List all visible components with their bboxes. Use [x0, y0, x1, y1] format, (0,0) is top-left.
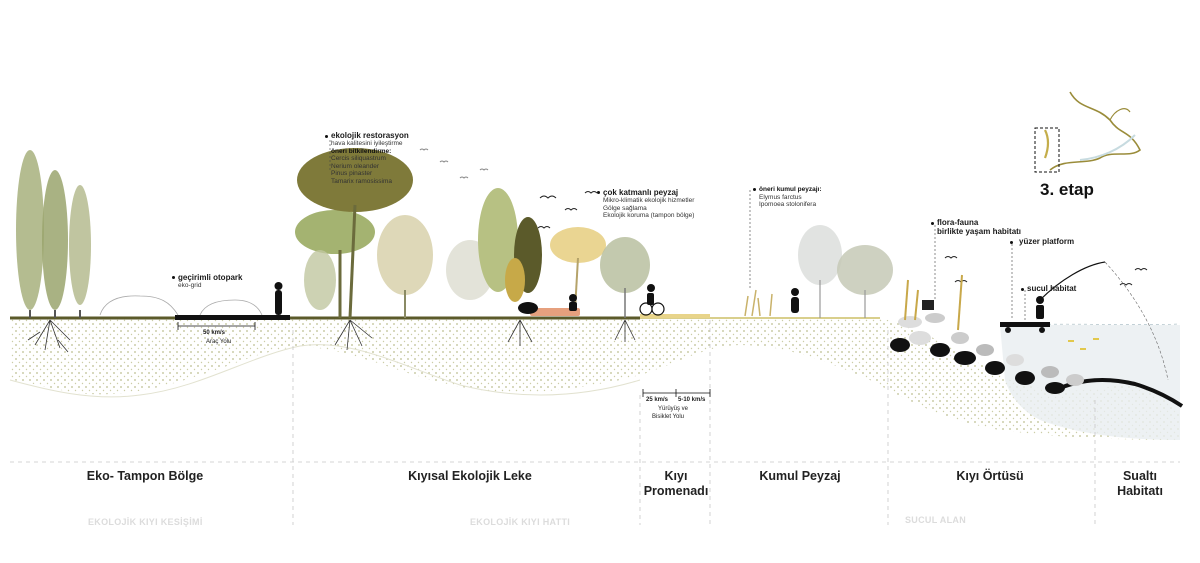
vehicle-road-name: Araç Yolu	[206, 339, 232, 345]
layered-line: Mikro-klimatik ekolojik hizmetler	[603, 197, 695, 204]
leader-lines	[329, 140, 1026, 320]
dune-title: öneri kumul peyzajı:	[759, 186, 822, 193]
walk-speed: 25 km/s	[646, 397, 669, 403]
zone-dividers	[10, 320, 1180, 525]
plant-item: Tamarix ramosissima	[331, 177, 393, 185]
aquatic-title: sucul habitat	[1027, 284, 1077, 293]
restoration-subtitle: öneri bitkilendirme:	[331, 147, 392, 155]
layered-line: Ekolojik koruma (tampon bölge)	[603, 212, 695, 219]
aquatic-bullet	[1021, 288, 1024, 291]
road-dimensions	[177, 322, 711, 397]
plant-item: Nerium oleander	[331, 162, 380, 170]
flora-title-2: birlikte yaşam habitatı	[937, 227, 1022, 236]
zone-label-2: Promenadı	[643, 484, 709, 498]
stage-label: 3. etap	[1040, 180, 1094, 199]
dune-line: Elymus farctus	[759, 193, 802, 201]
plant-item: Pinus pinaster	[331, 170, 373, 177]
flora-annotation: flora-fauna birlikte yaşam habitatı	[937, 218, 1021, 236]
super-zone-aquatic: SUCUL ALAN	[905, 515, 966, 525]
parking-annotation: geçirimli otopark eko-grid	[178, 273, 242, 290]
zone-underwater: Sualtı Habitatı	[1100, 469, 1180, 499]
ground-line	[10, 308, 880, 320]
path-name-2: Bisiklet Yolu	[652, 414, 685, 420]
restoration-title: ekolojik restorasyon	[331, 131, 409, 140]
restoration-line: hava kalitesini iyileştirme	[331, 140, 403, 147]
zone-label: Kumul Peyzaj	[759, 469, 841, 483]
tree-roots	[27, 319, 636, 353]
bike-speed: 5-10 km/s	[678, 397, 706, 403]
floating-bullet	[1010, 241, 1013, 244]
zone-coastal-patch: Kıyısal Ekolojik Leke	[370, 469, 570, 484]
restoration-annotation: ekolojik restorasyon hava kalitesini iyi…	[331, 131, 409, 185]
restoration-bullet	[325, 135, 328, 138]
super-zone-intersection: EKOLOJİK KIYI KESİŞİMİ	[88, 517, 203, 527]
layered-landscape-trees	[446, 188, 650, 318]
layered-annotation: çok katmanlı peyzaj Mikro-klimatik ekolo…	[603, 188, 694, 220]
parking-sub: eko-grid	[178, 282, 202, 289]
map-inset	[1034, 91, 1142, 173]
zone-label: Kıyısal Ekolojik Leke	[408, 469, 532, 483]
super-zone-coastline: EKOLOJİK KIYI HATTI	[470, 517, 571, 527]
zone-eco-buffer: Eko- Tampon Bölge	[40, 469, 250, 484]
zone-label: Eko- Tampon Bölge	[86, 469, 204, 483]
dune-trees	[744, 225, 893, 318]
floating-title: yüzer platform	[1019, 237, 1075, 246]
zone-shore-cover: Kıyı Örtüsü	[920, 469, 1060, 484]
zone-label: Kıyı	[664, 469, 688, 483]
zone-dune: Kumul Peyzaj	[730, 469, 870, 484]
floating-platform	[1000, 261, 1169, 381]
parking-title: geçirimli otopark	[178, 273, 243, 282]
zone-label: Kıyı Örtüsü	[956, 469, 1024, 483]
dune-line: Ipomoea stolonifera	[759, 201, 817, 208]
dune-bullet	[753, 188, 756, 191]
parking-car	[99, 295, 263, 316]
parking-bullet	[172, 276, 175, 279]
zone-label-2: Habitatı	[1117, 484, 1163, 498]
flora-bullet	[931, 222, 934, 225]
path-name: Yürüyüş ve	[658, 406, 689, 412]
layered-bullet	[597, 191, 600, 194]
shore-rocks	[890, 274, 1084, 394]
zone-promenade: Kıyı Promenadı	[640, 469, 712, 499]
layered-title: çok katmanlı peyzaj	[603, 188, 679, 197]
people-silhouettes	[274, 282, 1044, 319]
restoration-trees	[295, 148, 433, 319]
layered-line: Gölge sağlama	[603, 204, 647, 212]
soil-layer	[9, 318, 1180, 440]
vehicle-speed: 50 km/s	[203, 330, 226, 336]
zone-label: Sualtı	[1122, 469, 1158, 483]
poplar-trees	[16, 150, 91, 318]
plant-item: Cercis siliquastrum	[331, 155, 386, 162]
dune-annotation: öneri kumul peyzajı: Elymus farctus Ipom…	[759, 186, 822, 209]
flora-title: flora-fauna	[937, 218, 979, 227]
